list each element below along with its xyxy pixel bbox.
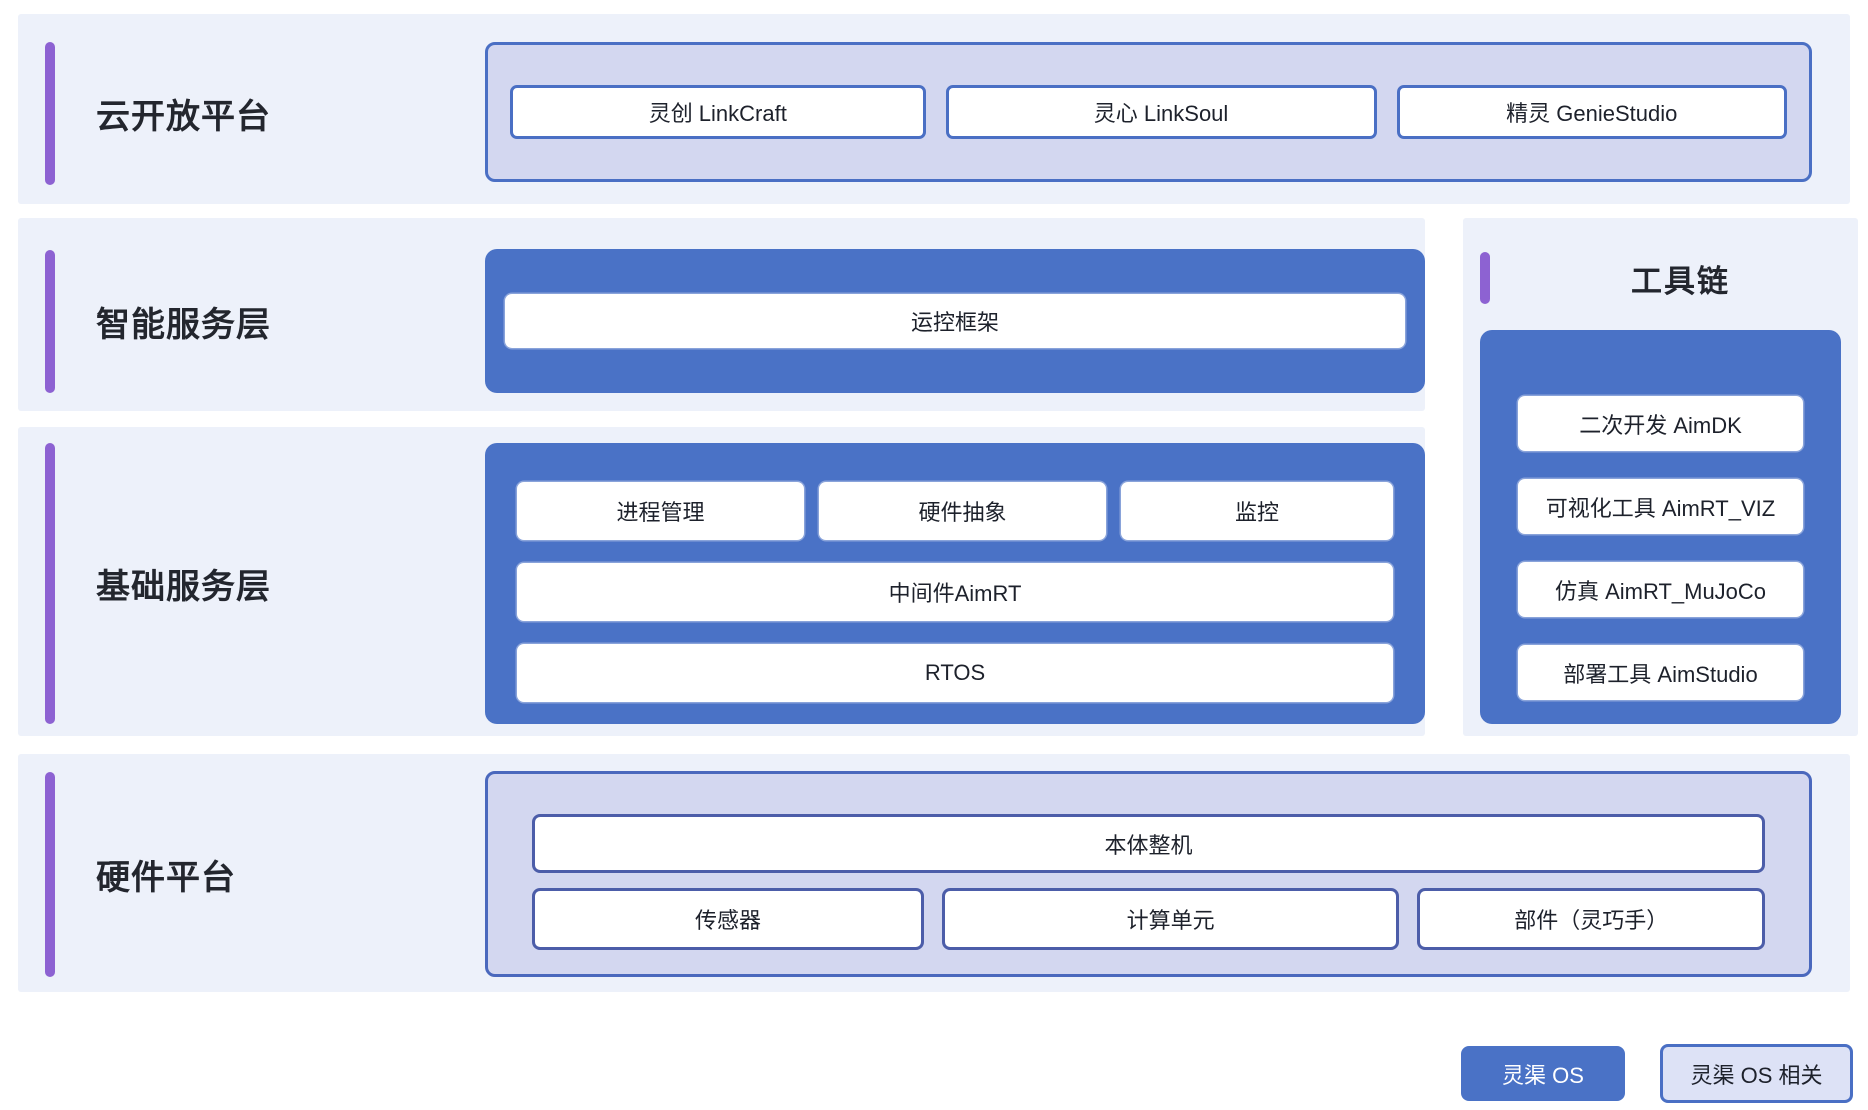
layer-row-foundation-service: 基础服务层 进程管理 硬件抽象 监控 中间件AimRT RTOS: [18, 427, 1425, 736]
panel-title-toolchain: 工具链: [1631, 263, 1730, 299]
accent-bar: [45, 772, 55, 977]
group-hardware-platform: 本体整机 传感器 计算单元 部件（灵巧手）: [485, 771, 1812, 977]
node-linkcraft: 灵创 LinkCraft: [510, 85, 926, 139]
node-monitoring: 监控: [1121, 482, 1393, 540]
node-process-management: 进程管理: [517, 482, 804, 540]
node-compute-unit: 计算单元: [941, 888, 1400, 950]
node-hardware-abstraction: 硬件抽象: [819, 482, 1106, 540]
node-robot-body: 本体整机: [532, 814, 1765, 873]
node-aimdk: 二次开发 AimDK: [1518, 396, 1803, 451]
panel-toolchain: 工具链 二次开发 AimDK 可视化工具 AimRT_VIZ 仿真 AimRT_…: [1463, 218, 1858, 736]
group-foundation-service: 进程管理 硬件抽象 监控 中间件AimRT RTOS: [485, 443, 1425, 724]
accent-bar: [45, 443, 55, 724]
hardware-bottom-line: 传感器 计算单元 部件（灵巧手）: [532, 888, 1765, 950]
node-linksoul: 灵心 LinkSoul: [945, 85, 1377, 139]
legend-lingqu-os: 灵渠 OS: [1461, 1046, 1625, 1101]
node-aimrt-viz: 可视化工具 AimRT_VIZ: [1518, 479, 1803, 534]
layer-label-foundation-service: 基础服务层: [96, 568, 271, 606]
group-toolchain: 二次开发 AimDK 可视化工具 AimRT_VIZ 仿真 AimRT_MuJo…: [1480, 330, 1841, 724]
layer-label-cloud-platform: 云开放平台: [96, 98, 271, 136]
layer-label-hardware-platform: 硬件平台: [96, 859, 236, 897]
accent-bar: [45, 42, 55, 185]
layer-row-intelligent-service: 智能服务层 运控框架: [18, 218, 1425, 411]
group-cloud-platform: 灵创 LinkCraft 灵心 LinkSoul 精灵 GenieStudio: [485, 42, 1812, 182]
accent-bar: [1480, 252, 1490, 304]
node-aimstudio: 部署工具 AimStudio: [1518, 645, 1803, 700]
layer-row-cloud-platform: 云开放平台 灵创 LinkCraft 灵心 LinkSoul 精灵 GenieS…: [18, 14, 1850, 204]
node-aimrt-mujoco: 仿真 AimRT_MuJoCo: [1518, 562, 1803, 617]
foundation-top-line: 进程管理 硬件抽象 监控: [517, 482, 1393, 540]
layer-row-hardware-platform: 硬件平台 本体整机 传感器 计算单元 部件（灵巧手）: [18, 754, 1850, 992]
layer-label-intelligent-service: 智能服务层: [96, 306, 271, 344]
node-rtos: RTOS: [517, 644, 1393, 702]
node-motion-control-framework: 运控框架: [505, 294, 1405, 348]
accent-bar: [45, 250, 55, 393]
group-intelligent-service: 运控框架: [485, 249, 1425, 393]
legend-lingqu-os-related: 灵渠 OS 相关: [1660, 1044, 1853, 1103]
node-sensors: 传感器: [532, 888, 924, 950]
node-middleware-aimrt: 中间件AimRT: [517, 563, 1393, 621]
node-parts-dexterous-hand: 部件（灵巧手）: [1417, 888, 1765, 950]
node-geniestudio: 精灵 GenieStudio: [1396, 85, 1787, 139]
